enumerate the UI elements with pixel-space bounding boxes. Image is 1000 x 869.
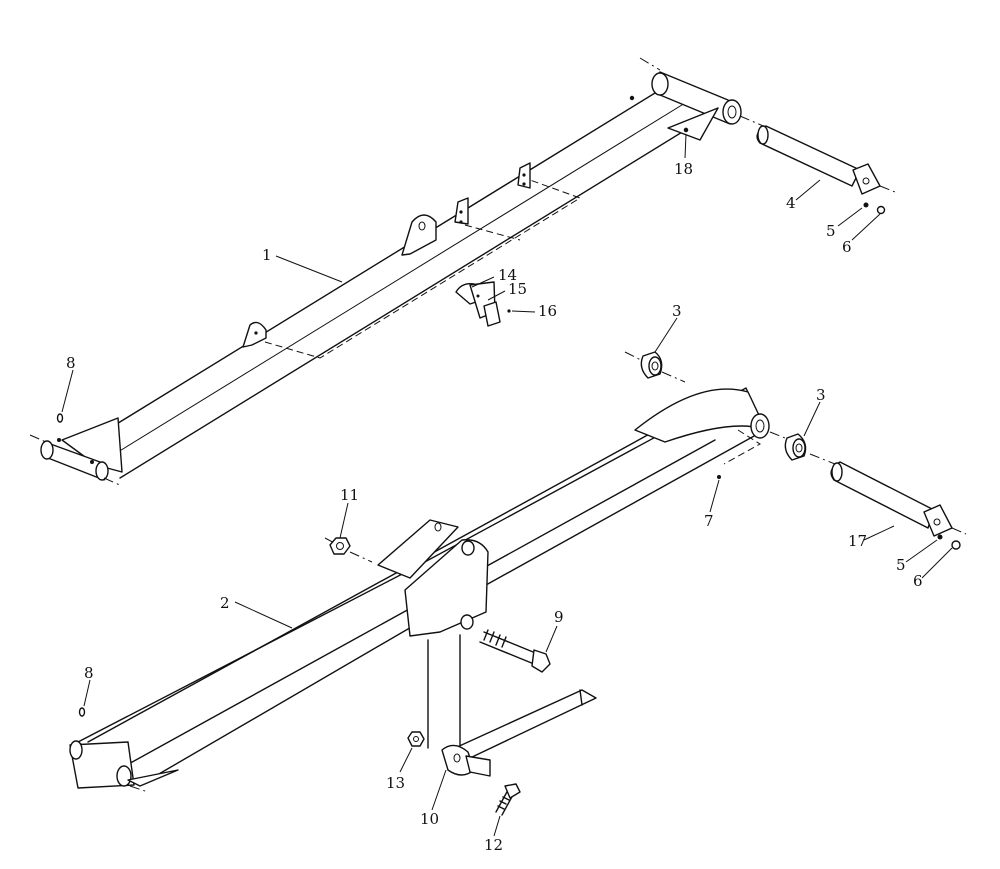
callout-8-lower: 8 (84, 664, 94, 682)
grease-fitting-part-18 (683, 127, 689, 133)
bushing-part-3-right (784, 433, 807, 461)
nut-part-6-lower (951, 540, 961, 550)
callout-10: 10 (420, 810, 439, 828)
callout-12: 12 (484, 836, 503, 854)
callout-8-upper: 8 (66, 354, 76, 372)
callout-3-right: 3 (816, 386, 826, 404)
bolt-part-12 (495, 783, 521, 816)
nut-part-13 (407, 731, 425, 747)
callout-18: 18 (674, 160, 693, 178)
lower-arm (69, 351, 841, 793)
callout-11: 11 (340, 486, 359, 504)
washer-part-5-upper (863, 202, 869, 208)
nut-part-11 (329, 537, 351, 555)
bushing-part-3-left (640, 351, 663, 379)
clamp-assembly-14-15-16 (455, 281, 511, 327)
upper-frame-tube (29, 57, 742, 487)
callout-5-lower: 5 (896, 556, 906, 574)
callout-labels: 1 2 3 3 4 5 6 5 6 7 8 8 9 10 11 12 13 14… (66, 160, 923, 854)
washer-part-5-lower (937, 534, 943, 540)
grease-fitting-part-8-upper (56, 413, 64, 423)
callout-2: 2 (220, 594, 230, 612)
callout-16: 16 (538, 302, 557, 320)
callout-6-lower: 6 (913, 572, 923, 590)
callout-5-upper: 5 (826, 222, 836, 240)
callout-6-upper: 6 (842, 238, 852, 256)
callout-3-left: 3 (672, 302, 682, 320)
screw-part-7 (717, 475, 721, 479)
leader-lines (61, 133, 953, 837)
grease-fitting-part-8-lower (78, 707, 86, 717)
callout-1: 1 (262, 246, 272, 264)
callout-17: 17 (848, 532, 867, 550)
callout-9: 9 (554, 608, 564, 626)
callout-4: 4 (786, 194, 796, 212)
pin-part-4 (739, 115, 896, 195)
callout-15: 15 (508, 280, 527, 298)
callout-14: 14 (498, 266, 517, 284)
nut-part-6-upper (876, 205, 886, 215)
pin-part-17 (830, 461, 967, 537)
bolt-part-9 (479, 629, 551, 673)
callout-7: 7 (704, 512, 714, 530)
callout-13: 13 (386, 774, 405, 792)
